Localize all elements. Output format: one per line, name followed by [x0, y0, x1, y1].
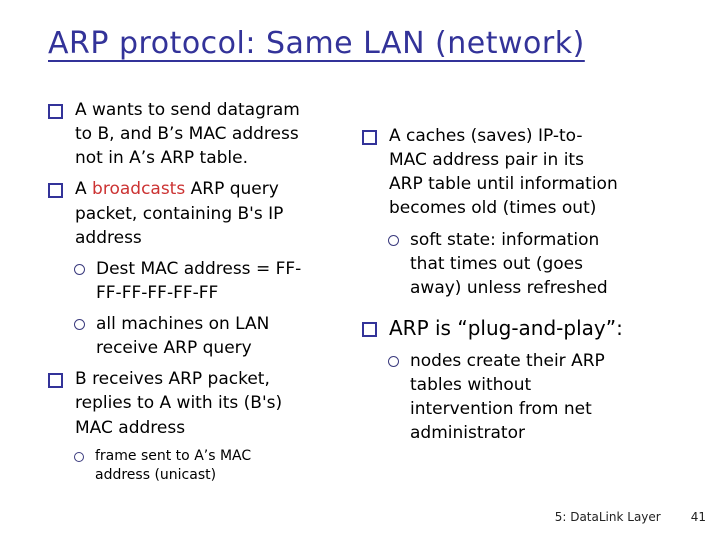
- sub-bullet-item: all machines on LAN receive ARP query: [48, 312, 350, 360]
- bullet-text: A caches (saves) IP-to- MAC address pair…: [389, 126, 618, 219]
- bullet-text: soft state: information that times out (…: [410, 229, 608, 298]
- bullet-item: A wants to send datagram to B, and B’s M…: [48, 98, 350, 170]
- bullet-text: frame sent to A’s MAC address (unicast): [95, 447, 252, 484]
- bullet-text: all machines on LAN receive ARP query: [96, 314, 270, 359]
- sub-bullet-item: Dest MAC address = FF- FF-FF-FF-FF-FF: [48, 257, 350, 305]
- circle-bullet-icon: [74, 451, 84, 462]
- square-bullet-icon: [48, 104, 63, 119]
- square-bullet-icon: [48, 373, 63, 389]
- circle-bullet-icon: [74, 319, 85, 330]
- square-bullet-icon: [48, 183, 63, 199]
- bullet-text: A broadcasts ARP query packet, containin…: [75, 177, 283, 249]
- bullet-item: ARP is “plug-and-play”:: [362, 315, 682, 342]
- bullet-text: Dest MAC address = FF- FF-FF-FF-FF-FF: [96, 258, 302, 303]
- bullet-text: nodes create their ARP tables without in…: [410, 350, 605, 444]
- square-bullet-icon: [362, 130, 377, 145]
- left-column: A wants to send datagram to B, and B’s M…: [48, 98, 350, 493]
- slide-footer: 5: DataLink Layer 41: [555, 510, 706, 524]
- slide-title: ARP protocol: Same LAN (network): [48, 26, 585, 61]
- bullet-item: A broadcasts ARP query packet, containin…: [48, 177, 350, 249]
- slide-body: A wants to send datagram to B, and B’s M…: [48, 98, 682, 493]
- page-number: 41: [690, 510, 706, 524]
- circle-bullet-icon: [388, 355, 399, 367]
- sub-bullet-item: nodes create their ARP tables without in…: [362, 349, 682, 446]
- circle-bullet-icon: [388, 234, 399, 246]
- sub-bullet-item: soft state: information that times out (…: [362, 228, 682, 300]
- bullet-text: B receives ARP packet, replies to A with…: [75, 369, 283, 438]
- right-column: A caches (saves) IP-to- MAC address pair…: [362, 124, 682, 493]
- footer-label: 5: DataLink Layer: [554, 510, 661, 524]
- text-segment: ARP query packet, containing B's IP addr…: [75, 179, 284, 248]
- highlighted-word: broadcasts: [92, 179, 186, 200]
- square-bullet-icon: [362, 321, 377, 337]
- bullet-item: A caches (saves) IP-to- MAC address pair…: [362, 124, 682, 221]
- sub-bullet-item: frame sent to A’s MAC address (unicast): [48, 447, 350, 486]
- text-segment: A: [75, 179, 93, 200]
- circle-bullet-icon: [74, 263, 85, 275]
- bullet-item: B receives ARP packet, replies to A with…: [48, 367, 350, 439]
- bullet-text: A wants to send datagram to B, and B’s M…: [75, 100, 300, 169]
- bullet-text: ARP is “plug-and-play”:: [389, 315, 623, 340]
